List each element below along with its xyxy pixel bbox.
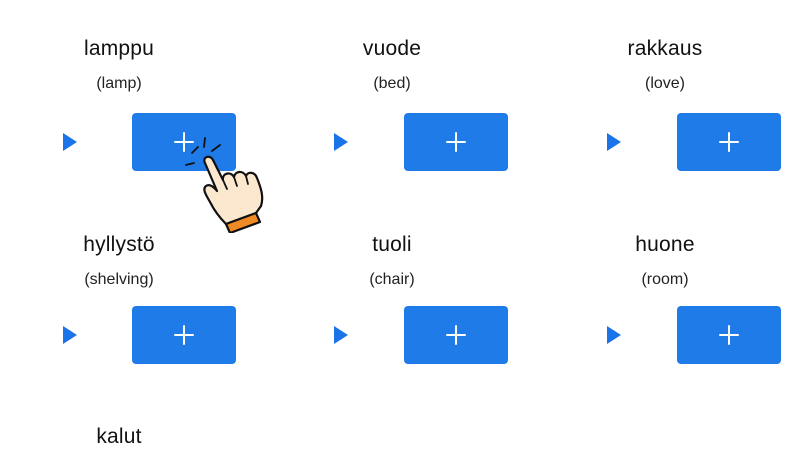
word-label: hyllystö (83, 233, 155, 256)
add-word-button[interactable] (404, 113, 508, 171)
plus-icon (446, 325, 466, 345)
add-word-button[interactable] (132, 306, 236, 364)
play-audio-icon[interactable] (334, 133, 348, 151)
play-audio-icon[interactable] (607, 326, 621, 344)
play-audio-icon[interactable] (334, 326, 348, 344)
plus-icon (719, 132, 739, 152)
translation-label: (room) (641, 271, 689, 288)
plus-icon (174, 132, 194, 152)
plus-icon (719, 325, 739, 345)
translation-label: (chair) (369, 271, 415, 288)
play-audio-icon[interactable] (63, 326, 77, 344)
add-word-button[interactable] (404, 306, 508, 364)
play-audio-icon[interactable] (607, 133, 621, 151)
word-label: kalut (96, 425, 142, 448)
plus-icon (174, 325, 194, 345)
add-word-button[interactable] (132, 113, 236, 171)
word-label: rakkaus (627, 37, 703, 60)
word-label: huone (635, 233, 695, 256)
word-label: tuoli (372, 233, 412, 256)
translation-label: (bed) (373, 75, 411, 92)
translation-label: (love) (644, 75, 686, 92)
add-word-button[interactable] (677, 113, 781, 171)
word-label: vuode (362, 37, 422, 60)
translation-label: (lamp) (96, 75, 142, 92)
translation-label: (shelving) (84, 271, 154, 288)
plus-icon (446, 132, 466, 152)
play-audio-icon[interactable] (63, 133, 77, 151)
add-word-button[interactable] (677, 306, 781, 364)
word-label: lamppu (83, 37, 155, 60)
